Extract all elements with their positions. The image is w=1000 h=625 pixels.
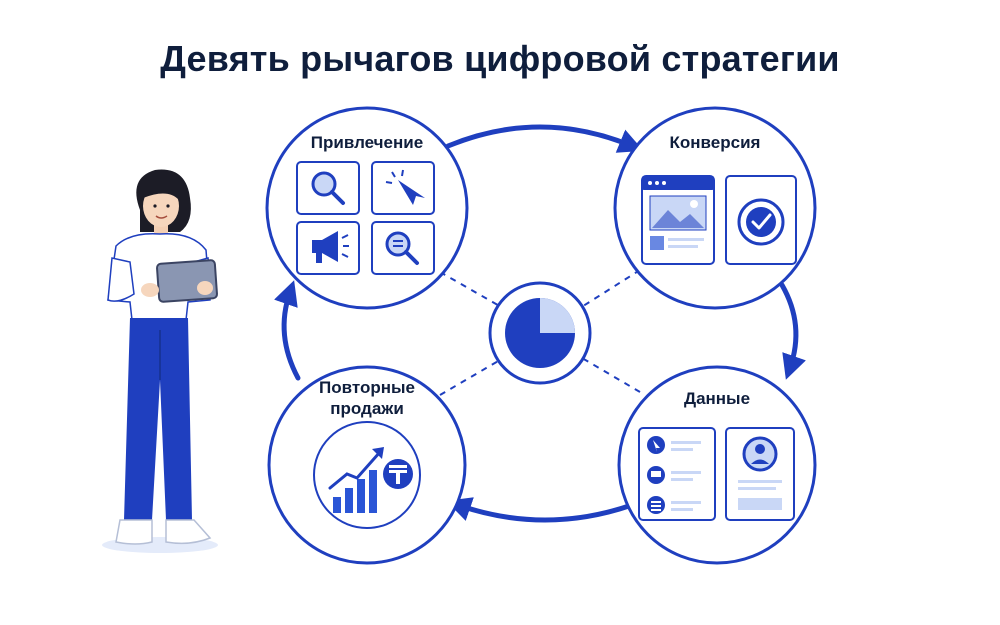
growth-chart-icon bbox=[328, 447, 384, 513]
node-repeat-label-line2: продажи bbox=[330, 399, 404, 418]
arrow-repeat-to-attraction bbox=[274, 280, 301, 381]
person-illustration bbox=[102, 169, 218, 553]
landing-page-icon bbox=[641, 175, 715, 265]
node-repeat-sales: Повторные продажи bbox=[267, 365, 467, 565]
node-conversion: Конверсия bbox=[613, 106, 817, 310]
search-document-icon bbox=[371, 221, 435, 275]
node-attraction-label: Привлечение bbox=[311, 133, 423, 152]
cycle-arrows bbox=[274, 124, 806, 523]
pie-chart-icon bbox=[505, 298, 575, 368]
node-conversion-label: Конверсия bbox=[670, 133, 761, 152]
cursor-click-icon bbox=[371, 161, 435, 215]
tenge-coin-icon bbox=[383, 459, 413, 489]
node-data-label: Данные bbox=[684, 389, 750, 408]
node-attraction: Привлечение bbox=[265, 106, 469, 310]
megaphone-icon bbox=[296, 221, 360, 275]
center-connectors bbox=[439, 269, 641, 396]
check-badge-icon bbox=[725, 175, 797, 265]
node-data: Данные bbox=[617, 365, 817, 565]
arrow-attraction-to-conversion bbox=[445, 124, 644, 153]
node-repeat-label-line1: Повторные bbox=[319, 378, 415, 397]
search-icon bbox=[296, 161, 360, 215]
arrow-data-to-repeat bbox=[446, 497, 635, 523]
arrow-conversion-to-data bbox=[779, 282, 806, 380]
page-title: Девять рычагов цифровой стратегии bbox=[160, 38, 840, 79]
center-node bbox=[488, 281, 592, 385]
customer-profile-icon bbox=[725, 427, 795, 521]
user-actions-list-icon bbox=[638, 427, 716, 521]
